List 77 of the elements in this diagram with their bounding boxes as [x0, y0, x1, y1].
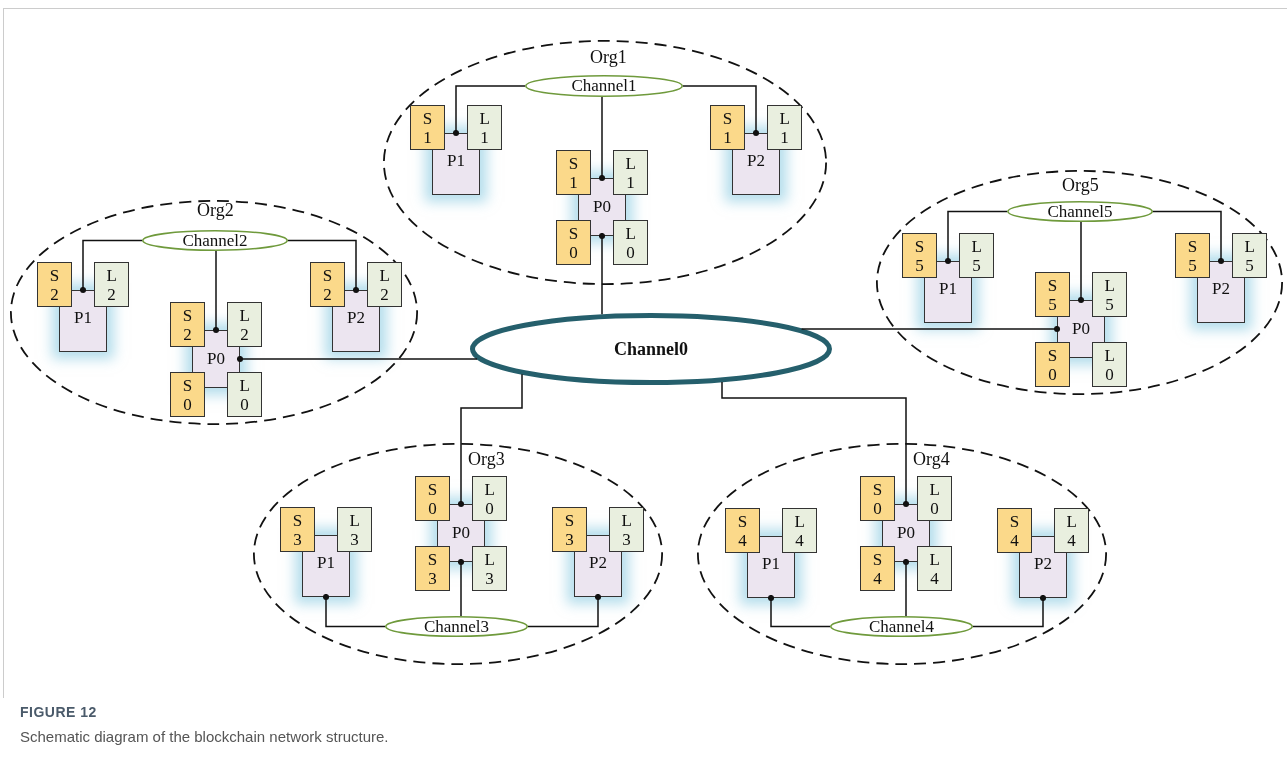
component-box: L 3: [472, 546, 507, 591]
component-box: S 3: [552, 507, 587, 552]
component-box: S 1: [556, 150, 591, 195]
component-box: S 2: [170, 302, 205, 347]
component-box: S 0: [415, 476, 450, 521]
component-box: S 2: [37, 262, 72, 307]
component-box: L 4: [917, 546, 952, 591]
channel-ellipse: Channel0: [470, 313, 832, 385]
component-box: L 5: [959, 233, 994, 278]
component-box: S 0: [556, 220, 591, 265]
component-box: L 0: [1092, 342, 1127, 387]
connector-line: [1152, 210, 1225, 265]
component-box: L 4: [782, 508, 817, 553]
org-ellipse: [876, 170, 1283, 395]
caption: Schematic diagram of the blockchain network structure.: [20, 728, 389, 745]
channel-ellipse: Channel1: [525, 75, 683, 97]
org-ellipse: [253, 443, 663, 665]
component-box: S 0: [1035, 342, 1070, 387]
component-box: L 1: [767, 105, 802, 150]
connector-line: [212, 250, 220, 334]
component-box: L 4: [1054, 508, 1089, 553]
component-box: S 1: [710, 105, 745, 150]
component-box: S 4: [725, 508, 760, 553]
component-box: L 1: [613, 150, 648, 195]
connector-line: [236, 355, 478, 363]
component-box: L 0: [613, 220, 648, 265]
component-box: S 1: [410, 105, 445, 150]
connector-line: [527, 593, 602, 628]
org-label: Org3: [468, 449, 505, 470]
connector-line: [598, 232, 606, 316]
component-box: S 4: [860, 546, 895, 591]
component-box: L 0: [227, 372, 262, 417]
component-box: L 2: [367, 262, 402, 307]
component-box: L 2: [227, 302, 262, 347]
component-box: S 3: [415, 546, 450, 591]
connector-line: [972, 594, 1047, 628]
channel-ellipse: Channel3: [385, 616, 528, 637]
connector-line: [902, 558, 910, 617]
component-box: S 0: [860, 476, 895, 521]
component-box: S 5: [902, 233, 937, 278]
connector-line: [457, 558, 465, 617]
org-label: Org5: [1062, 175, 1099, 196]
component-box: S 5: [1175, 233, 1210, 278]
org-label: Org1: [590, 47, 627, 68]
connector-line: [287, 239, 360, 294]
connector-line: [721, 381, 910, 508]
org-ellipse: [10, 200, 418, 425]
figure-number: FIGURE 12: [20, 704, 97, 720]
connector-line: [79, 239, 143, 294]
connector-line: [767, 594, 831, 628]
component-box: L 1: [467, 105, 502, 150]
component-box: L 5: [1232, 233, 1267, 278]
component-box: L 3: [337, 507, 372, 552]
component-box: S 5: [1035, 272, 1070, 317]
component-box: L 2: [94, 262, 129, 307]
channel-ellipse: Channel2: [142, 230, 288, 251]
channel-ellipse: Channel5: [1007, 201, 1153, 222]
org-label: Org2: [197, 200, 234, 221]
connector-line: [457, 373, 523, 508]
org-label: Org4: [913, 449, 950, 470]
component-box: S 3: [280, 507, 315, 552]
connector-line: [800, 325, 1061, 333]
connector-line: [1077, 221, 1085, 304]
connector-line: [944, 210, 1008, 265]
component-box: S 2: [310, 262, 345, 307]
connector-line: [598, 96, 606, 182]
connector-line: [682, 85, 760, 137]
connector-line: [452, 85, 526, 137]
component-box: L 0: [472, 476, 507, 521]
component-box: S 4: [997, 508, 1032, 553]
component-box: L 3: [609, 507, 644, 552]
channel-ellipse: Channel4: [830, 616, 973, 637]
org-ellipse: [697, 443, 1107, 665]
component-box: L 0: [917, 476, 952, 521]
component-box: L 5: [1092, 272, 1127, 317]
connector-line: [322, 593, 386, 628]
component-box: S 0: [170, 372, 205, 417]
